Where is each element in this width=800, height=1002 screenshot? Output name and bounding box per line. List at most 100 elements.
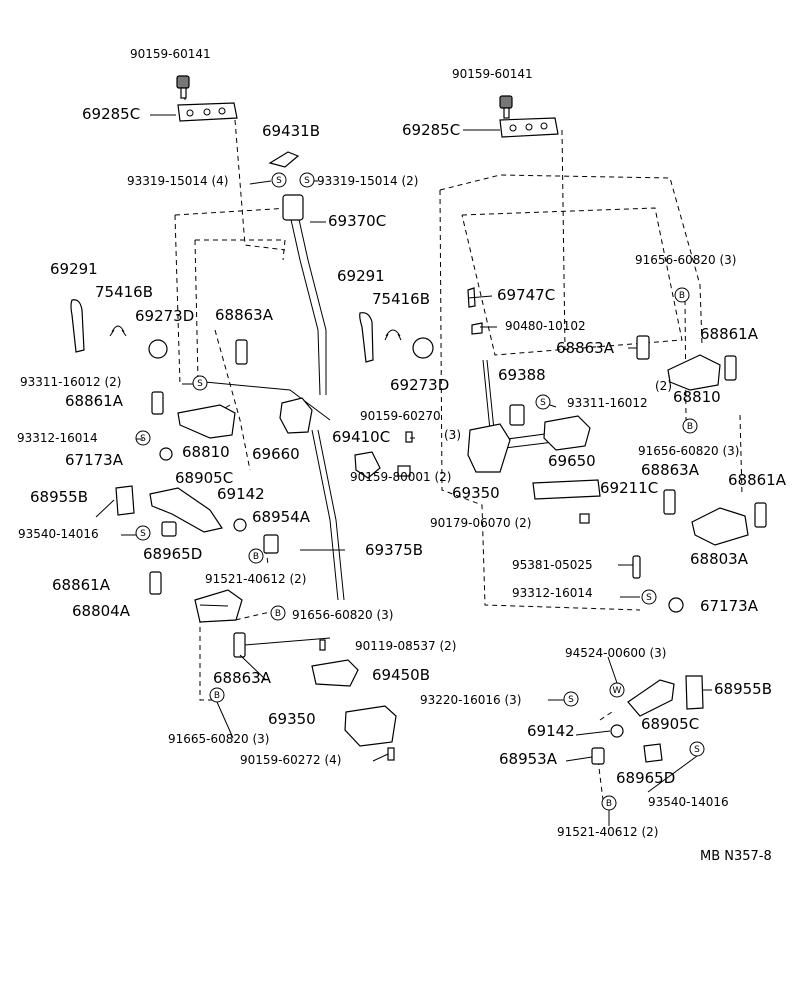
- screw-90159-60272-icon: [387, 747, 395, 761]
- part-labels: 90159-60141 69285C 69431B 93319-15014 (4…: [17, 47, 787, 864]
- block-68953A-icon: [591, 747, 605, 765]
- label: 68803A: [690, 550, 749, 568]
- label: 90159-60270: [360, 409, 441, 423]
- label: 69450B: [372, 666, 430, 684]
- hinge-68803A-icon: [691, 507, 749, 546]
- label: 69285C: [82, 105, 140, 123]
- screw-symbol-icon: S: [271, 172, 287, 188]
- pad-68861A-right-low-icon: [754, 502, 767, 528]
- screw-symbol-icon: S: [535, 394, 551, 410]
- label: 90179-06070 (2): [430, 516, 532, 530]
- reference-code: MB N357-8: [700, 849, 772, 864]
- handle-69211C-icon: [532, 479, 601, 500]
- label: 69285C: [402, 121, 460, 139]
- label: 93319-15014 (4): [127, 174, 229, 188]
- screw-symbol-icon: S: [135, 525, 151, 541]
- label: 68863A: [215, 306, 274, 324]
- fastener-symbols: S S S S S B B B S B B S W S S B: [135, 172, 705, 811]
- hinge-68810-left-icon: [177, 404, 236, 439]
- label: 93311-16012: [567, 396, 648, 410]
- bolt-symbol-icon: B: [601, 795, 617, 811]
- screw-symbol-icon: S: [135, 430, 151, 446]
- screw-symbol-icon: S: [563, 691, 579, 707]
- lock-69350-bottom-icon: [344, 705, 397, 747]
- pad-68863A-left-top-icon: [235, 339, 248, 365]
- escutcheon-69273D-left-icon: [148, 339, 168, 359]
- hinge-69285C-right-icon: [499, 117, 559, 138]
- label: 68804A: [72, 602, 131, 620]
- svg-text:S: S: [694, 745, 700, 755]
- screw-90179-06070-icon: [579, 513, 590, 524]
- svg-text:B: B: [214, 691, 220, 701]
- label: 68955B: [30, 488, 88, 506]
- label: 93312-16014: [512, 586, 593, 600]
- label: 69660: [252, 445, 300, 463]
- grommet-69142-left-icon: [233, 518, 247, 532]
- label: 69142: [527, 722, 575, 740]
- label: 90159-80001 (2): [350, 470, 452, 484]
- bolt-90159-60141-right-icon: [499, 95, 513, 119]
- lever-69410C-icon: [354, 451, 381, 479]
- svg-text:W: W: [613, 686, 622, 696]
- label: 68861A: [65, 392, 124, 410]
- label: 68861A: [700, 325, 759, 343]
- label: (2): [655, 379, 672, 393]
- label: 68810: [673, 388, 721, 406]
- grommet-69142-right-icon: [610, 724, 624, 738]
- spring-75416B-mid-icon: [384, 329, 402, 341]
- screw-symbol-icon: S: [689, 741, 705, 757]
- label: 69350: [268, 710, 316, 728]
- label: 67173A: [65, 451, 124, 469]
- svg-text:S: S: [140, 529, 146, 539]
- leader-ticks: [95, 114, 712, 826]
- svg-text:B: B: [275, 609, 281, 619]
- bolt-symbol-icon: B: [270, 605, 286, 621]
- label: 75416B: [95, 283, 153, 301]
- svg-text:B: B: [687, 422, 693, 432]
- label: 69650: [548, 452, 596, 470]
- label: 68905C: [175, 469, 233, 487]
- svg-text:S: S: [304, 176, 310, 186]
- label: 68861A: [728, 471, 787, 489]
- label: 69375B: [365, 541, 423, 559]
- svg-text:S: S: [276, 176, 282, 186]
- label: 69747C: [497, 286, 555, 304]
- label: 91656-60820 (3): [292, 608, 394, 622]
- screw-symbol-icon: S: [641, 589, 657, 605]
- parts: [70, 75, 767, 765]
- clip-68965D-left-icon: [161, 521, 177, 537]
- bolt-90159-60141-left-icon: [176, 75, 190, 99]
- label: 68955B: [714, 680, 772, 698]
- label: 69291: [337, 267, 385, 285]
- label: 90119-08537 (2): [355, 639, 457, 653]
- label: 69273D: [135, 307, 194, 325]
- label: 91656-60820 (3): [638, 444, 740, 458]
- svg-text:S: S: [568, 695, 574, 705]
- hinge-68810-right-icon: [667, 354, 721, 391]
- washer-symbol-icon: W: [609, 682, 625, 698]
- label: 68905C: [641, 715, 699, 733]
- label: 91521-40612 (2): [557, 825, 659, 839]
- cover-68955B-right-icon: [685, 675, 704, 710]
- label: 90159-60141: [452, 67, 533, 81]
- svg-text:B: B: [679, 291, 685, 301]
- clip-68965D-right-icon: [643, 743, 663, 763]
- label: 75416B: [372, 290, 430, 308]
- pad-68861A-left-low-icon: [149, 571, 162, 595]
- pin-95381-05025-icon: [632, 555, 641, 579]
- label: 69291: [50, 260, 98, 278]
- pad-68863A-left-low-icon: [233, 632, 246, 658]
- escutcheon-69273D-mid-icon: [412, 337, 434, 359]
- bracket-69388-icon: [509, 404, 525, 426]
- label: 90480-10102: [505, 319, 586, 333]
- label: 69211C: [600, 479, 658, 497]
- label: 93312-16014: [17, 431, 98, 445]
- svg-text:S: S: [197, 379, 203, 389]
- label: 68953A: [499, 750, 558, 768]
- bolt-symbol-icon: B: [674, 287, 690, 303]
- svg-text:S: S: [140, 434, 146, 444]
- screw-symbol-icon: S: [192, 375, 208, 391]
- label: 90159-60272 (4): [240, 753, 342, 767]
- label: 69431B: [262, 122, 320, 140]
